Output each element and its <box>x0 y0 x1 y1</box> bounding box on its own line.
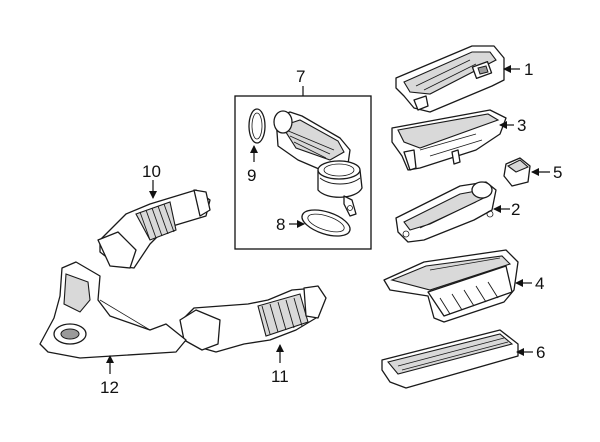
part-12-air-deflector <box>39 261 187 359</box>
callout-5: 5 <box>553 163 562 182</box>
callout-1: 1 <box>524 60 533 79</box>
part-6-air-filter <box>381 329 519 389</box>
part-7-intake-duct <box>273 110 363 217</box>
callout-8: 8 <box>276 215 285 234</box>
callout-11: 11 <box>271 367 289 386</box>
callout-12: 12 <box>100 378 119 397</box>
callout-7: 7 <box>296 67 305 86</box>
part-8-gasket <box>301 209 351 237</box>
callout-3: 3 <box>517 116 526 135</box>
part-10-flex-hose <box>97 189 211 269</box>
part-2-intake-scoop <box>395 181 497 243</box>
callout-4: 4 <box>535 274 544 293</box>
callout-9: 9 <box>247 166 256 185</box>
part-4-lower-housing <box>383 249 519 323</box>
part-5-clip <box>503 157 531 187</box>
part-11-flex-hose <box>179 285 327 353</box>
part-3-air-box <box>391 109 507 171</box>
callout-10: 10 <box>142 162 161 181</box>
callout-6: 6 <box>536 343 545 362</box>
part-9-seal <box>248 108 266 144</box>
part-1-cover <box>395 45 505 113</box>
callout-2: 2 <box>511 200 520 219</box>
